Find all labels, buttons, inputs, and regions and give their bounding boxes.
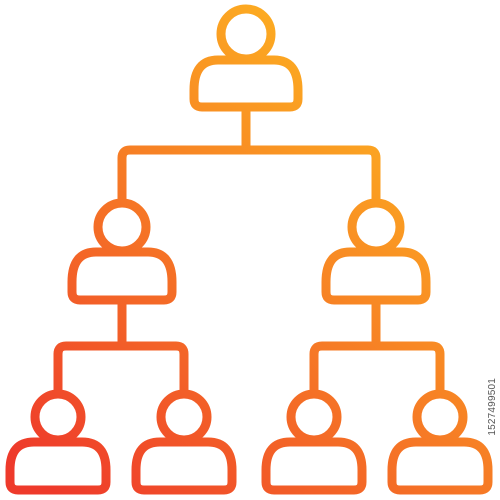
person-body-icon bbox=[189, 55, 303, 112]
person-icon-bottom-4 bbox=[387, 389, 493, 495]
person-icon-left bbox=[67, 198, 177, 305]
connector-right-bar bbox=[309, 341, 445, 397]
person-icon-root bbox=[189, 4, 303, 112]
person-body-icon bbox=[67, 247, 177, 305]
person-head-icon bbox=[286, 389, 342, 445]
person-head-icon bbox=[156, 389, 212, 445]
person-head-icon bbox=[93, 198, 151, 256]
person-icon-bottom-3 bbox=[261, 389, 367, 495]
person-icon-bottom-1 bbox=[5, 389, 111, 495]
person-head-icon bbox=[347, 198, 405, 256]
person-body-icon bbox=[261, 437, 367, 495]
person-icon-right bbox=[321, 198, 431, 305]
person-body-icon bbox=[131, 437, 237, 495]
connector-level1-bar bbox=[117, 145, 381, 205]
person-head-icon bbox=[412, 389, 468, 445]
person-body-icon bbox=[5, 437, 111, 495]
connector-left-bar bbox=[53, 341, 189, 397]
person-icon-bottom-2 bbox=[131, 389, 237, 495]
person-body-icon bbox=[321, 247, 431, 305]
person-head-icon bbox=[216, 4, 276, 64]
person-head-icon bbox=[30, 389, 86, 445]
watermark-id-text: 1527499501 bbox=[487, 378, 498, 436]
person-body-icon bbox=[387, 437, 493, 495]
connector-lines bbox=[53, 102, 445, 397]
